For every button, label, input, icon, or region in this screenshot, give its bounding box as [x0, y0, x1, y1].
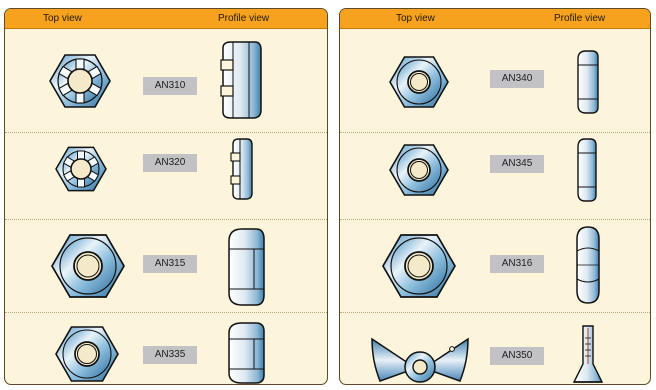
left-panel: Top view Profile view AN310: [4, 8, 328, 385]
right-profile-view-heading: Profile view: [554, 13, 606, 24]
plain-hex-nut-top-icon: [389, 56, 449, 108]
plain-hex-nut-profile-icon: [228, 228, 265, 306]
row-divider: [5, 219, 327, 220]
part-number-label: AN315: [143, 255, 197, 273]
right-panel-header: Top view Profile view: [340, 9, 650, 29]
row-divider: [5, 132, 327, 133]
left-panel-header: Top view Profile view: [5, 9, 327, 29]
wing-nut-top-icon: [371, 337, 469, 383]
plain-hex-nut-fine-profile-icon: [228, 322, 265, 384]
part-number-label: AN310: [143, 77, 197, 95]
right-panel: Top view Profile view AN340 AN345: [339, 8, 651, 385]
left-top-view-heading: Top view: [43, 13, 82, 24]
row-divider: [340, 132, 650, 133]
shear-castellated-nut-profile-icon: [230, 138, 253, 200]
part-number-label: AN320: [143, 154, 197, 172]
part-number-label: AN316: [490, 255, 544, 273]
shear-castellated-nut-top-icon: [55, 146, 107, 192]
plain-hex-nut-fine-top-icon: [55, 326, 119, 382]
plain-hex-nut-top-icon: [389, 144, 449, 196]
left-profile-view-heading: Profile view: [218, 13, 270, 24]
thin-nut-profile-icon: [577, 50, 599, 114]
part-number-label: AN345: [490, 155, 544, 173]
wing-nut-profile-icon: [572, 325, 604, 383]
row-divider: [5, 312, 327, 313]
plain-hex-nut-top-icon: [51, 234, 125, 298]
castellated-nut-top-icon: [49, 54, 111, 108]
check-nut-top-icon: [382, 234, 456, 298]
row-divider: [340, 219, 650, 220]
part-number-label: AN340: [490, 70, 544, 88]
castellated-nut-profile-icon: [220, 41, 262, 119]
part-number-label: AN350: [490, 347, 544, 365]
right-top-view-heading: Top view: [396, 13, 435, 24]
row-divider: [340, 312, 650, 313]
check-nut-profile-icon: [576, 226, 600, 304]
part-number-label: AN335: [143, 346, 197, 364]
thin-nut-profile-icon: [577, 138, 597, 202]
